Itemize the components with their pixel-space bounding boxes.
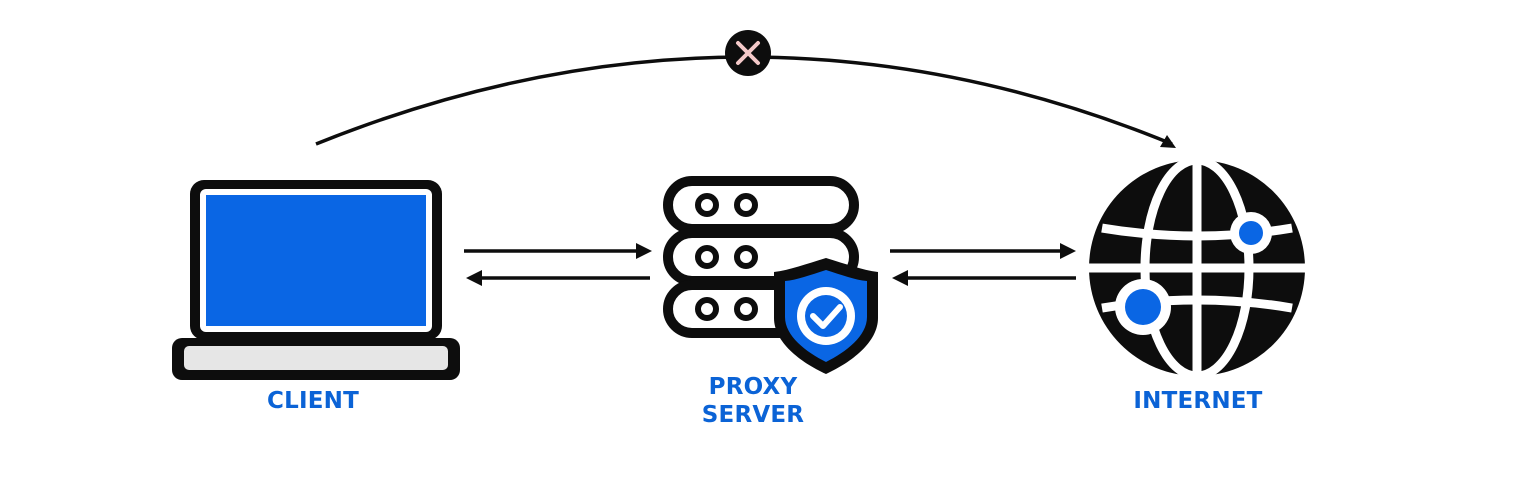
client-label: CLIENT bbox=[267, 388, 359, 414]
proxy-to-client-arrow bbox=[466, 270, 650, 286]
x-circle-icon bbox=[725, 30, 771, 76]
shield-check-icon bbox=[774, 258, 878, 374]
client-to-proxy-arrow bbox=[464, 243, 652, 259]
internet-to-proxy-arrow bbox=[892, 270, 1076, 286]
proxy-label-line2: SERVER bbox=[702, 402, 804, 428]
internet-label: INTERNET bbox=[1133, 388, 1262, 414]
proxy-label-line1: PROXY bbox=[709, 374, 798, 400]
globe-icon bbox=[1089, 155, 1305, 381]
laptop-icon bbox=[172, 180, 460, 380]
proxy-to-internet-arrow bbox=[890, 243, 1076, 259]
